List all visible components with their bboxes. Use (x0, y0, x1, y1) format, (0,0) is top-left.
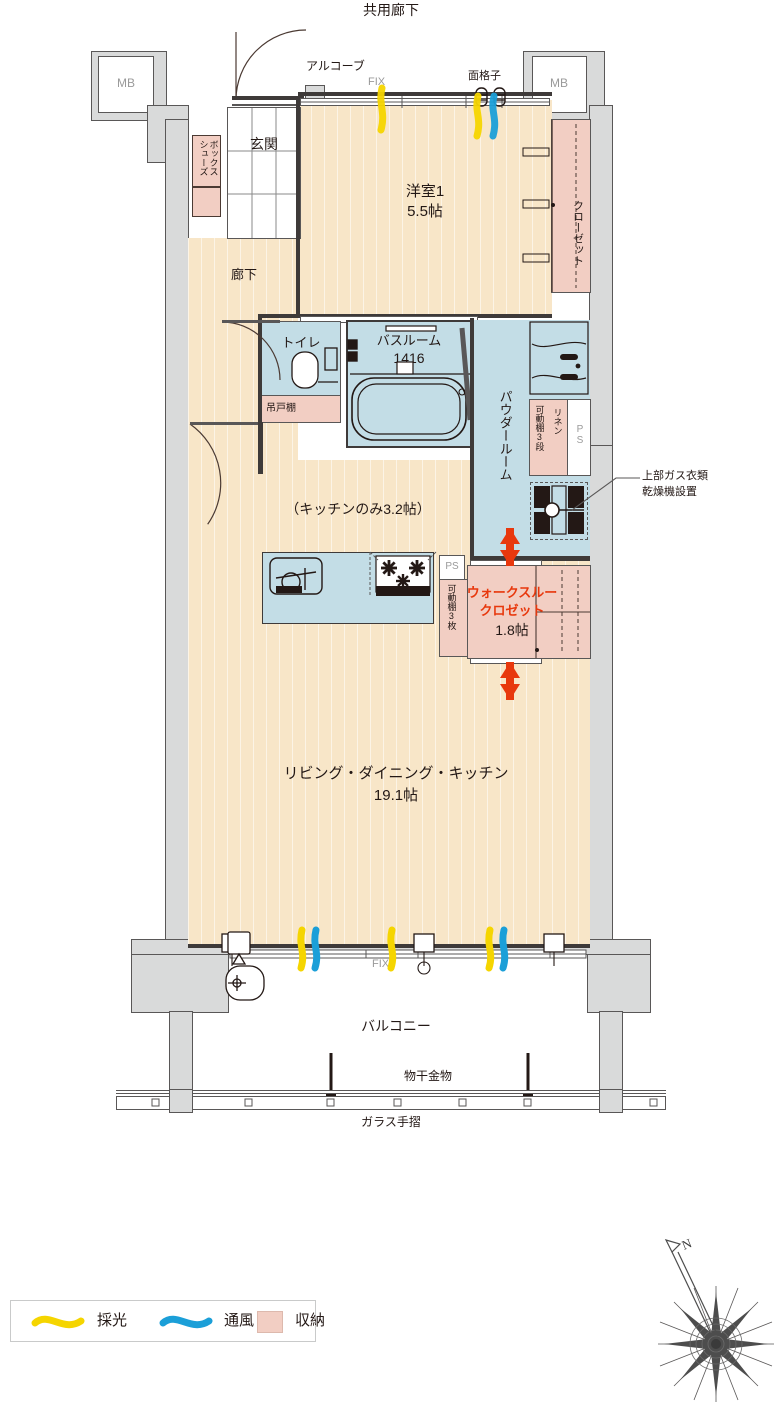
ps-upper-label: PS (574, 424, 586, 446)
common-corridor-label: 共用廊下 (363, 2, 419, 18)
hanging-cabinet-label: 吊戸棚 (266, 403, 296, 414)
grille-label-top: 面格子 (468, 70, 501, 82)
ps-upper-box (567, 399, 591, 476)
bedroom-window-wall-outer (298, 92, 552, 96)
bedroom1-floor (298, 100, 552, 318)
bedroom-closet (552, 120, 590, 292)
gas-dryer-note-line2: 乾燥機設置 (642, 486, 697, 498)
linen-shelf-label: 可動棚3段 (534, 405, 545, 451)
linen-label: リネン (552, 408, 563, 435)
structure-right-column-lower (589, 445, 613, 947)
drying-hardware-label: 物干金物 (403, 1069, 453, 1083)
kitchen-partition-wall (258, 422, 263, 474)
mb-left-label: MB (117, 76, 135, 90)
balcony-pier-right-stem (599, 1011, 623, 1105)
legend-storage-label: 収納 (295, 1312, 326, 1329)
shoe-box-storage (192, 135, 221, 217)
structure-left-wall-long (165, 119, 189, 947)
bathroom-name: バスルーム (376, 333, 442, 348)
legend-ventilation-icon (159, 1315, 213, 1329)
bedroom1-name: 洋室1 (405, 183, 445, 200)
shoe-box-label-a: シューズ (198, 140, 209, 176)
shoe-box-label-b: ボックス (208, 140, 219, 176)
kitchen-only-label: （キッチンのみ3.2帖） (285, 501, 431, 517)
ldk-size: 19.1帖 (373, 787, 419, 804)
legend-storage-swatch (257, 1311, 283, 1333)
entrance-door-panel (232, 96, 304, 100)
balcony-label: バルコニー (361, 1018, 431, 1034)
handrail-post-left (169, 1089, 193, 1113)
glass-rail-label: ガラス手摺 (361, 1115, 421, 1129)
structure-right-column-upper (589, 105, 613, 447)
bedroom-closet-label: クローゼット (571, 200, 584, 266)
bedroom1-size: 5.5帖 (407, 203, 443, 220)
kitchen-movable-shelf (440, 580, 468, 656)
toilet-label: トイレ (281, 335, 321, 350)
fix-window-label-bottom: FIX (372, 958, 390, 970)
kitchen-counter-outline (262, 552, 434, 624)
hanging-cabinet (262, 396, 340, 422)
legend-ventilation-label: 通風 (224, 1312, 255, 1329)
washer-area (530, 482, 588, 540)
alcove-label: アルコーブ (306, 59, 365, 73)
entrance-floor (227, 107, 301, 239)
powder-left-wall (470, 318, 474, 560)
ps-lower-label: PS (445, 561, 459, 572)
entrance-threshold (232, 104, 304, 106)
handrail-post-right (599, 1089, 623, 1113)
wtc-name-line2: クロゼット (479, 603, 545, 618)
legend-box: 採光 通風 収納 (10, 1300, 325, 1342)
gas-dryer-note-line1: 上部ガス衣類 (642, 470, 708, 482)
wet-zone-left-wall (258, 318, 262, 422)
wtc-name-line1: ウォークスルー (466, 585, 558, 600)
legend-daylight-label: 採光 (97, 1312, 128, 1329)
mb-left-box (98, 56, 154, 113)
balcony-pier-left-stem (169, 1011, 193, 1105)
corridor-door-panel-upper (222, 320, 280, 323)
powder-bottom-wall (474, 556, 590, 561)
legend-daylight-icon (31, 1315, 85, 1329)
bedroom-left-wall (296, 96, 300, 318)
kitchen-movable-shelf-label: 可動棚3枚 (446, 584, 457, 630)
linen-closet (530, 400, 568, 475)
powder-room-label: パウダールーム (497, 390, 513, 481)
corridor-label: 廊下 (230, 267, 258, 282)
compass-north-label: N (680, 1235, 695, 1253)
ps-lower-box (439, 555, 465, 581)
glass-handrail-top (116, 1090, 666, 1094)
mb-right-label: MB (550, 76, 568, 90)
corridor-door-panel-lower (190, 422, 262, 425)
ldk-name: リビング・ダイニング・キッチン (283, 765, 509, 782)
wtc-size: 1.8帖 (495, 622, 529, 638)
compass-rose: N (658, 1235, 774, 1402)
shoe-box-divider (192, 186, 221, 188)
entrance-label: 玄関 (250, 136, 278, 152)
wet-zone-top-wall (258, 314, 300, 318)
